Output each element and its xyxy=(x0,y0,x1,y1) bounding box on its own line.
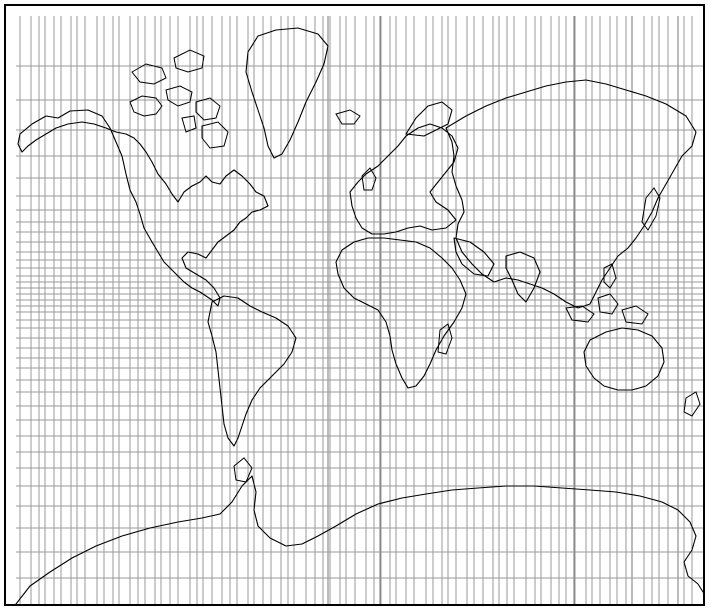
new-zealand xyxy=(683,391,701,417)
greenland-coastline xyxy=(245,27,329,159)
australia-coastline xyxy=(583,327,665,391)
graticule-meridians xyxy=(19,16,693,604)
indonesia-island xyxy=(621,305,649,325)
canadian-arctic-island xyxy=(165,85,193,107)
canadian-arctic-island xyxy=(181,115,197,133)
arabian-peninsula-coastline xyxy=(453,237,495,277)
antarctica-coastline xyxy=(15,475,703,604)
indonesia-island xyxy=(597,293,619,315)
asia-coastline xyxy=(445,79,697,309)
world-map-frame xyxy=(4,4,705,606)
indonesia-island xyxy=(565,305,595,323)
japan xyxy=(641,187,661,231)
north-america-coastline xyxy=(17,109,269,307)
scandinavia-coastline xyxy=(405,101,453,137)
coastlines xyxy=(15,27,703,604)
canadian-arctic-island xyxy=(129,95,163,117)
antarctic-peninsula xyxy=(233,457,253,483)
europe-coastline xyxy=(349,123,459,235)
africa-coastline xyxy=(335,237,467,389)
canadian-arctic-island xyxy=(201,121,229,149)
world-map xyxy=(15,16,703,604)
british-isles xyxy=(361,167,377,191)
madagascar xyxy=(437,323,453,355)
canadian-arctic-island xyxy=(131,63,167,85)
graticule-parallels xyxy=(16,65,703,579)
philippines xyxy=(603,263,617,289)
iceland xyxy=(335,109,361,125)
canadian-arctic-island xyxy=(195,97,221,121)
south-america-coastline xyxy=(207,295,297,447)
india-coastline xyxy=(505,251,541,303)
canadian-arctic-island xyxy=(173,49,205,73)
